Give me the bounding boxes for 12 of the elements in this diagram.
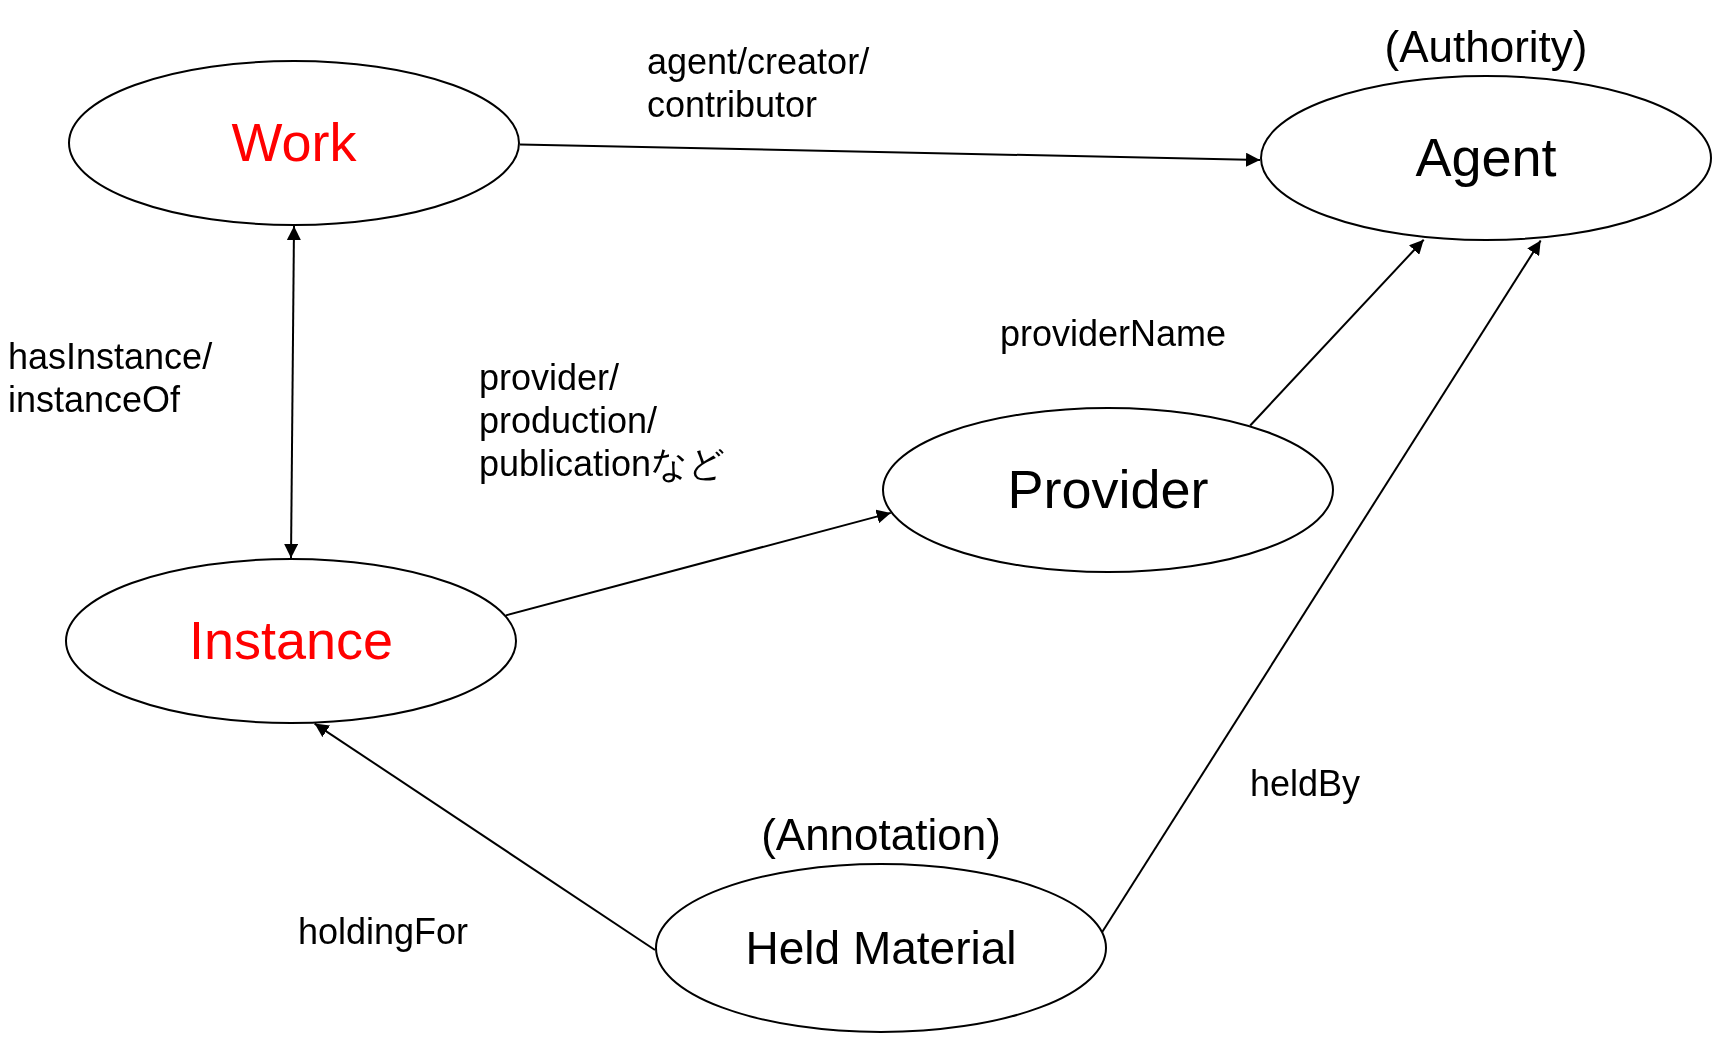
node-label: Held Material bbox=[745, 922, 1017, 974]
arrow bbox=[284, 225, 301, 559]
node-label: Instance bbox=[188, 611, 394, 671]
node-heading: (Authority) bbox=[1384, 21, 1588, 73]
arrow bbox=[504, 509, 892, 617]
node-label: Agent bbox=[1415, 128, 1557, 188]
node-label: Work bbox=[231, 113, 357, 173]
node-heading: (Annotation) bbox=[761, 809, 1001, 861]
node-label: Provider bbox=[1007, 460, 1209, 520]
arrow bbox=[313, 722, 656, 951]
arrow bbox=[1101, 239, 1542, 934]
arrow bbox=[1249, 238, 1425, 427]
